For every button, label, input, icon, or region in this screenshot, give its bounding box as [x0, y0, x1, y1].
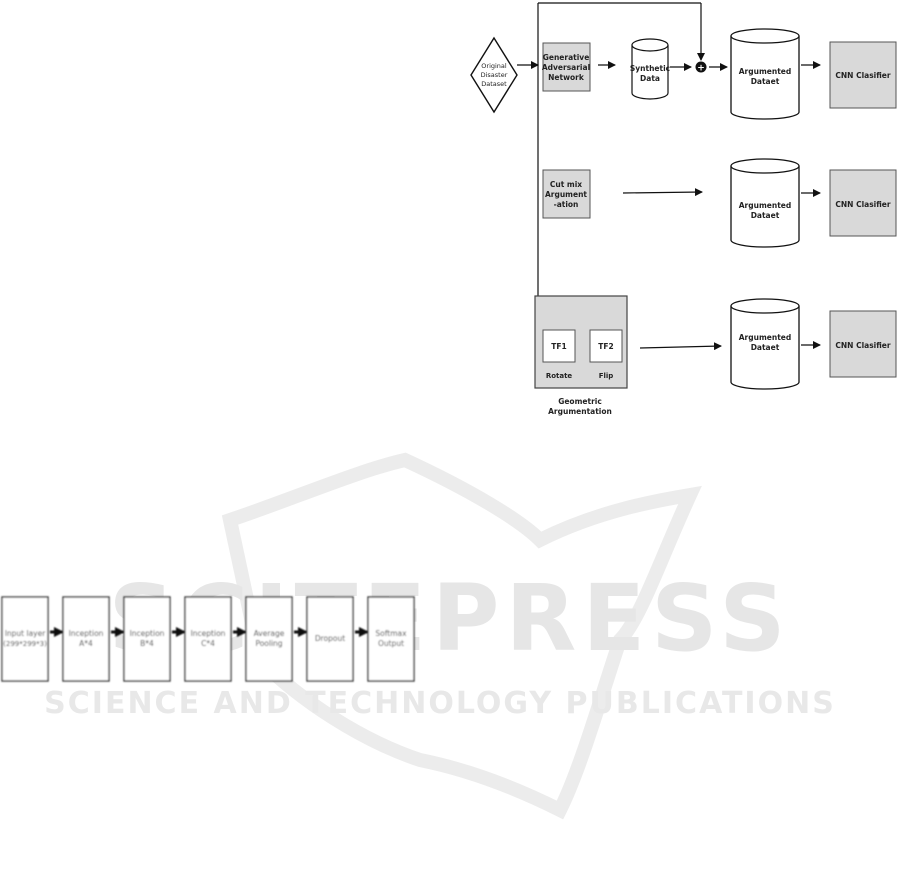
cutmix-label-line3: -ation	[554, 200, 579, 209]
pipeline-block-average-pooling: Average Pooling	[245, 596, 293, 682]
input-block-line2: (299*299*3)	[3, 640, 47, 648]
dataset-cylinder-1: Argumented Dataet	[730, 28, 800, 120]
synthetic-label-line2: Data	[640, 74, 660, 83]
connector-lines	[517, 2, 821, 351]
rotate-label: Rotate	[546, 372, 573, 380]
tf2-box	[589, 329, 623, 363]
dropout-line1: Dropout	[315, 634, 345, 643]
dataset2-label-line2: Dataet	[751, 211, 780, 220]
input-label-line3: Dataset	[481, 80, 507, 88]
classifier-box-3: CNN Clasifier	[829, 310, 897, 378]
dataset3-label-line1: Argumented	[739, 333, 792, 342]
inception-c-line1: Inception	[191, 629, 226, 638]
geometric-caption-line2: Argumentation	[548, 407, 612, 416]
geometric-caption-line1: Geometric	[558, 397, 602, 406]
classifier1-label: CNN Clasifier	[835, 71, 890, 80]
inception-c-line2: C*4	[201, 639, 215, 648]
watermark-tagline: SCIENCE AND TECHNOLOGY PUBLICATIONS	[44, 686, 836, 721]
dataset1-label-line2: Dataet	[751, 77, 780, 86]
cutmix-to-dataset-arrow	[622, 188, 703, 197]
input-label-line2: Disaster	[481, 71, 508, 79]
augmentation-diagram: Original Disaster Dataset Generative Adv…	[470, 2, 897, 416]
flip-label: Flip	[599, 372, 614, 380]
average-pooling-line1: Average	[254, 629, 285, 638]
geometric-box: TF1 TF2 Rotate Flip Geometric Argumentat…	[534, 295, 628, 416]
geometric-to-dataset-arrow	[639, 342, 722, 351]
tf1-label: TF1	[551, 342, 566, 351]
pipeline-block-inception-a: Inception A*4	[62, 596, 110, 682]
dataset-cylinder-2: Argumented Dataet	[730, 158, 800, 248]
dataset-cylinder-3: Argumented Dataet	[730, 298, 800, 390]
input-dataset-node: Original Disaster Dataset	[470, 36, 518, 114]
classifier3-label: CNN Clasifier	[835, 341, 890, 350]
input-label-line1: Original	[481, 62, 507, 70]
inception-a-line1: Inception	[69, 629, 104, 638]
gan-label-line3: Network	[548, 73, 585, 82]
dataset3-label-line2: Dataet	[751, 343, 780, 352]
gan-label-line1: Generative	[543, 53, 590, 62]
tf2-label: TF2	[598, 342, 613, 351]
pipeline-block-dropout: Dropout	[306, 596, 354, 682]
pipeline-block-inception-c: Inception C*4	[184, 596, 232, 682]
inception-b-line2: B*4	[140, 639, 154, 648]
classifier-box-2: CNN Clasifier	[829, 169, 897, 237]
classifier-box-1: CNN Clasifier	[829, 41, 897, 109]
inception-pipeline: Input layer (299*299*3) Inception A*4 In…	[1, 596, 415, 682]
tf1-box	[542, 329, 576, 363]
inception-a-line2: A*4	[79, 639, 93, 648]
dataset2-label-line1: Argumented	[739, 201, 792, 210]
gan-box: Generative Adversarial Network	[542, 42, 591, 92]
watermark-book-shape	[221, 452, 702, 820]
pipeline-block-input: Input layer (299*299*3)	[1, 596, 49, 682]
pipeline-block-inception-b: Inception B*4	[123, 596, 171, 682]
dataset1-label-line1: Argumented	[739, 67, 792, 76]
average-pooling-line2: Pooling	[255, 639, 282, 648]
classifier2-label: CNN Clasifier	[835, 200, 890, 209]
pipeline-block-softmax: Softmax Output	[367, 596, 415, 682]
synthetic-label-line1: Synthetic	[630, 64, 670, 73]
softmax-line2: Output	[378, 639, 404, 648]
inception-b-line1: Inception	[130, 629, 165, 638]
gan-label-line2: Adversarial	[542, 63, 590, 72]
combine-node: +	[695, 61, 707, 74]
input-block-line1: Input layer	[5, 629, 47, 638]
combine-symbol: +	[697, 64, 705, 74]
cutmix-box: Cut mix Argument -ation	[542, 169, 591, 219]
cutmix-label-line2: Argument	[545, 190, 587, 199]
cutmix-label-line1: Cut mix	[550, 180, 582, 189]
synthetic-data-cylinder: Synthetic Data	[630, 38, 670, 100]
softmax-line1: Softmax	[375, 629, 407, 638]
